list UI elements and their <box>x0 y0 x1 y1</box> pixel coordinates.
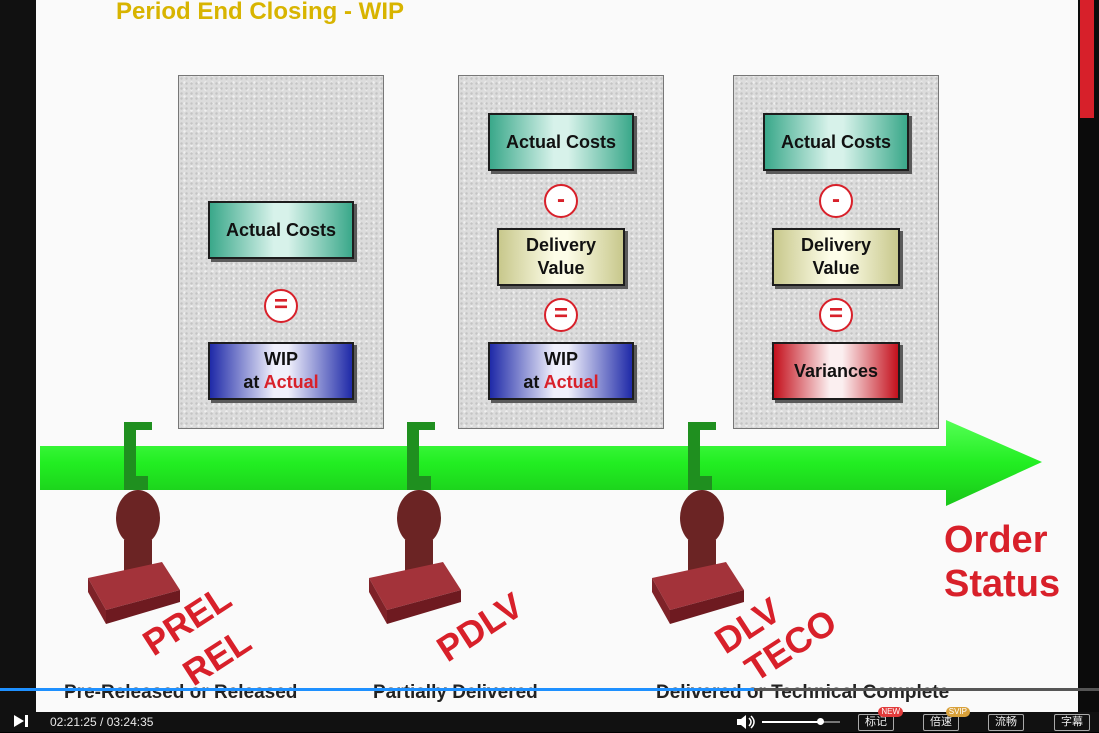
slide-title: Period End Closing - WIP <box>116 0 404 25</box>
caption-delivered-complete: Delivered or Technical Complete <box>656 682 950 703</box>
variances-box: Variances <box>772 342 900 400</box>
rubber-stamp-icon-2 <box>369 490 461 624</box>
actual-costs-box: Actual Costs <box>488 113 634 171</box>
minus-operator: - <box>544 184 578 218</box>
volume-slider[interactable] <box>762 718 840 725</box>
wip-at-actual: at Actual <box>243 371 318 394</box>
wip-column-partial: Actual Costs - Delivery Value = WIP at A… <box>458 75 664 429</box>
wip-at-prefix: at <box>523 372 544 392</box>
timeline-graphic <box>40 420 1042 624</box>
wip-result-box: WIP at Actual <box>488 342 634 400</box>
volume-level <box>762 721 820 723</box>
volume-icon[interactable] <box>736 714 756 733</box>
mark-button[interactable]: 标记 NEW <box>858 707 903 731</box>
svip-badge: SVIP <box>945 707 970 717</box>
order-status-arrow <box>40 420 1042 506</box>
slide: Period End Closing - WIP Actual Costs = … <box>36 0 1078 712</box>
video-progress-fill <box>0 688 754 691</box>
wip-label: WIP <box>264 349 298 369</box>
mark-button-label: 标记 <box>865 716 887 728</box>
play-next-icon[interactable] <box>12 714 30 731</box>
subtitle-button[interactable]: 字幕 <box>1054 714 1090 731</box>
minus-operator: - <box>819 184 853 218</box>
delivery-value-box: Delivery Value <box>497 228 625 286</box>
actual-costs-box: Actual Costs <box>208 201 354 259</box>
rubber-stamp-icon-3 <box>652 490 744 624</box>
right-letterbox <box>1078 0 1099 712</box>
wip-at-actual: at Actual <box>523 371 598 394</box>
equals-operator: = <box>264 289 298 323</box>
new-badge: NEW <box>878 707 903 717</box>
actual-highlight: Actual <box>543 372 599 392</box>
delivery-line1: Delivery <box>525 235 597 255</box>
wip-at-prefix: at <box>243 372 264 392</box>
delivery-value-box: Delivery Value <box>772 228 900 286</box>
left-letterbox <box>0 0 36 712</box>
delivery-line1: Delivery <box>800 235 872 255</box>
actual-highlight: Actual <box>263 372 319 392</box>
wip-column-released: Actual Costs = WIP at Actual <box>178 75 384 429</box>
variance-column-complete: Actual Costs - Delivery Value = Variance… <box>733 75 939 429</box>
order-status-label-line1: Order <box>944 519 1048 561</box>
equals-operator: = <box>819 298 853 332</box>
speed-button-label: 倍速 <box>930 716 952 728</box>
caption-released: Pre-Released or Released <box>64 682 298 703</box>
red-accent-strip <box>1080 0 1094 118</box>
player-controls: 02:21:25 / 03:24:35 标记 NEW 倍速 SVIP 流畅 字幕 <box>0 707 1099 733</box>
delivery-line2: Value <box>537 258 585 278</box>
order-status-label-line2: Status <box>944 563 1061 605</box>
volume-handle[interactable] <box>817 718 824 725</box>
equals-operator: = <box>544 298 578 332</box>
wip-label: WIP <box>544 349 578 369</box>
rubber-stamp-icon-1 <box>88 490 180 624</box>
actual-costs-box: Actual Costs <box>763 113 909 171</box>
delivery-line2: Value <box>812 258 860 278</box>
speed-button[interactable]: 倍速 SVIP <box>923 707 970 731</box>
wip-result-box: WIP at Actual <box>208 342 354 400</box>
timeline-marker-2 <box>407 422 435 490</box>
timeline-marker-1 <box>124 422 152 490</box>
video-progress-bar[interactable] <box>0 688 1099 691</box>
caption-partially-delivered: Partially Delivered <box>373 682 538 703</box>
quality-button[interactable]: 流畅 <box>988 714 1024 731</box>
playback-time: 02:21:25 / 03:24:35 <box>50 715 154 729</box>
timeline-marker-3 <box>688 422 716 490</box>
